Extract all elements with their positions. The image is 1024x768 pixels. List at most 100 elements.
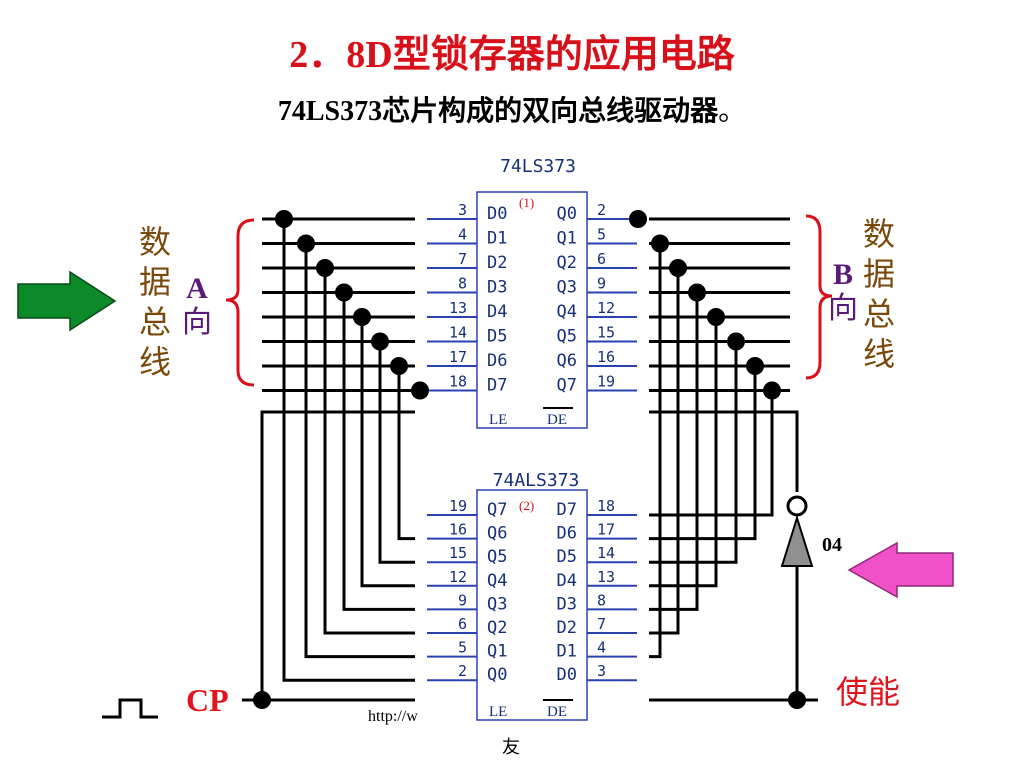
pin-label: D7 [487,376,507,396]
a-direction-letter: A [186,272,208,305]
pin-number: 7 [597,615,606,633]
pin-number: 3 [458,201,467,219]
left-bus-char: 线 [138,343,171,381]
pin-number: 13 [449,299,467,317]
pin-number: 6 [597,250,606,268]
a-return-wire [282,219,427,682]
junction-dot [390,357,408,375]
pin-number: 5 [458,639,467,657]
footer-text: 友 [502,737,520,758]
pin-number: 14 [597,544,615,562]
junction-dot [335,283,353,302]
pin-label: D5 [487,327,507,347]
pin-number: 15 [597,324,615,342]
pin-number: 15 [449,544,467,562]
pin-label: D6 [557,524,577,544]
pin-label: D1 [487,229,507,249]
pin-label: Q1 [557,229,577,249]
pin-label: D2 [557,618,577,638]
junction-dot [688,283,706,302]
left-bus-char: 数 [138,223,171,261]
b-return-wire [637,292,699,611]
junction-dot [727,332,745,351]
pin-label: D5 [557,547,577,567]
b-return-wire [637,366,757,541]
pin-number: 19 [597,373,615,391]
pin-label: Q2 [487,618,507,638]
left-bus-char: 据 [138,263,171,301]
pin-number: 17 [597,521,615,539]
a-direction-char: 向 [182,305,212,340]
pin-label: Q4 [557,302,577,322]
junction-dot [788,691,806,709]
junction-dot [297,234,315,253]
de-label: DE [547,412,567,428]
url-fragment: http://w [368,708,418,725]
pin-label: Q2 [557,253,577,273]
b-direction-char: 向 [828,291,858,326]
pin-label: Q0 [487,665,507,685]
pin-number: 12 [449,568,467,586]
pin-label: Q0 [557,204,577,224]
right-bus-label: 数 据 总 线 [862,214,896,374]
b-direction-letter: B [832,258,853,291]
pin-number: 4 [597,639,606,657]
left-brace [225,218,255,387]
junction-dot [353,308,371,326]
subtitle-mark: 。 [718,96,747,127]
a-return-wire [360,317,427,588]
pin-label: D0 [557,665,577,685]
junction-dot [371,332,389,351]
pin-label: D3 [487,278,507,298]
pin-label: Q3 [557,278,577,298]
right-bus-char: 总 [862,295,895,333]
chip-index-label: (1) [519,195,534,210]
a-return-wire [342,292,427,611]
a-return-wire [378,341,427,564]
pin-number: 3 [597,662,606,680]
pin-label: D4 [487,302,507,322]
right-brace [805,214,833,380]
junction-dot [669,259,687,277]
chip-body [476,191,588,429]
pin-label: Q4 [487,571,507,591]
pin-number: 4 [458,226,467,244]
pin-number: 6 [458,615,467,633]
pin-label: D6 [487,351,507,371]
page-title: 2．8D型锁存器的应用电路 [289,34,735,76]
b-direction-label: B 向 [826,258,860,326]
pin-label: Q7 [487,500,507,520]
left-bus-char: 总 [138,303,171,341]
pin-label: D7 [557,500,577,520]
pin-label: D4 [557,571,577,591]
chip-body [476,489,588,721]
b-return-wire [637,317,718,588]
pin-number: 14 [449,324,467,342]
pin-number: 2 [597,201,606,219]
pin-number: 16 [449,521,467,539]
junction-dot [707,308,725,326]
pin-label: Q1 [487,642,507,662]
junction-dot [763,381,781,400]
pin-number: 7 [458,250,467,268]
le-label: LE [489,412,507,428]
junction-dot [629,210,647,228]
arrow-right-icon [17,270,117,332]
right-bus-char: 线 [862,335,895,373]
pin-number: 13 [597,568,615,586]
symbols [17,214,954,719]
chip-index-label: (2) [519,498,534,513]
arrow-left-icon [847,541,954,599]
subtitle-part: 74LS373 [277,96,383,127]
pin-label: Q7 [557,376,577,396]
pin-label: Q6 [487,524,507,544]
pin-label: Q5 [487,547,507,567]
a-direction-label: A 向 [180,272,214,340]
de-label: DE [547,704,567,720]
page-subtitle: 74LS373芯片构成的双向总线驱动器。 [0,92,1024,132]
junction-dots [253,210,806,709]
pin-number: 16 [597,348,615,366]
